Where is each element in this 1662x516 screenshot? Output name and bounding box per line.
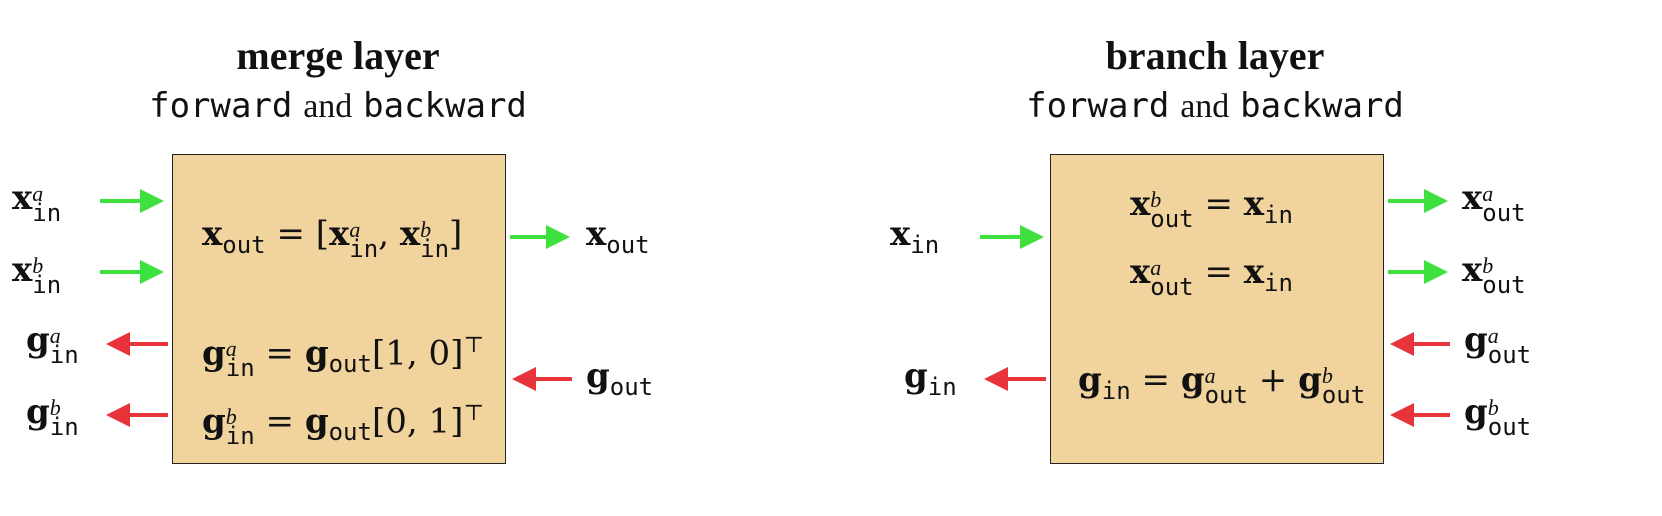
merge-output-xout: xout: [586, 214, 650, 259]
branch-input-xin: xin: [890, 214, 940, 259]
merge-title: merge layer: [236, 33, 440, 78]
merge-box: [172, 154, 506, 464]
branch-title: branch layer: [1105, 33, 1325, 78]
merge-grad-gout: gout: [586, 356, 654, 401]
branch-title-block: branch layer forward and backward: [915, 32, 1515, 131]
branch-subtitle: forward and backward: [1026, 86, 1404, 126]
merge-subtitle: forward and backward: [149, 86, 527, 126]
merge-panel: merge layer forward and backward xout = …: [0, 0, 800, 516]
branch-box: [1050, 154, 1384, 464]
branch-grad-gin: gin: [904, 356, 957, 401]
merge-title-block: merge layer forward and backward: [38, 32, 638, 131]
